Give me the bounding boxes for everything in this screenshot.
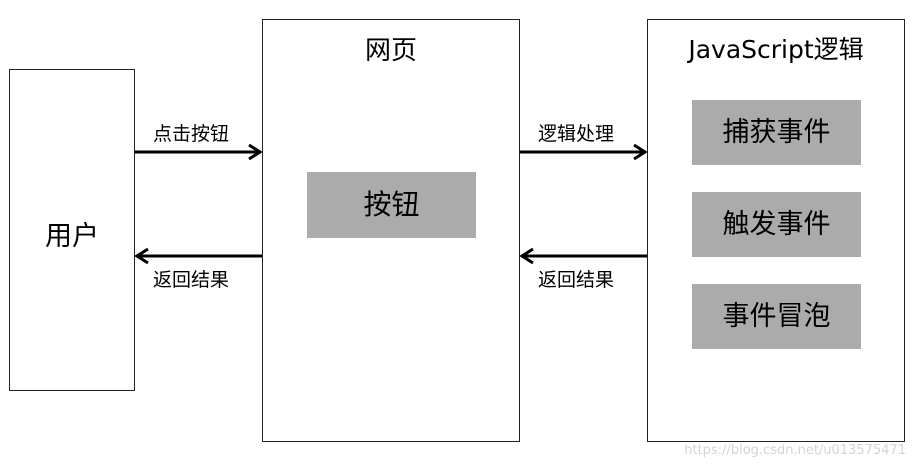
js-logic-box: JavaScript逻辑 捕获事件 触发事件 事件冒泡 <box>647 19 905 442</box>
label-logic-processing: 逻辑处理 <box>538 123 615 145</box>
js-item-trigger-event: 触发事件 <box>692 192 861 257</box>
user-box: 用户 <box>9 69 135 391</box>
watermark: https://blog.csdn.net/u013575471 <box>684 443 906 458</box>
webpage-button: 按钮 <box>307 172 476 238</box>
arrow-page-to-user-head <box>134 247 149 265</box>
arrow-page-to-js-head <box>633 143 648 161</box>
webpage-box: 网页 按钮 <box>262 19 520 442</box>
js-logic-title: JavaScript逻辑 <box>688 35 864 64</box>
label-return-result-left: 返回结果 <box>153 269 230 291</box>
webpage-title: 网页 <box>364 36 417 66</box>
arrow-js-to-page-head <box>519 247 534 265</box>
js-item-event-bubbling: 事件冒泡 <box>692 284 861 349</box>
label-click-button: 点击按钮 <box>153 123 230 145</box>
arrow-user-to-page-head <box>248 143 263 161</box>
label-return-result-right: 返回结果 <box>538 269 615 291</box>
user-label: 用户 <box>45 221 99 252</box>
js-item-capture-event: 捕获事件 <box>692 100 861 165</box>
